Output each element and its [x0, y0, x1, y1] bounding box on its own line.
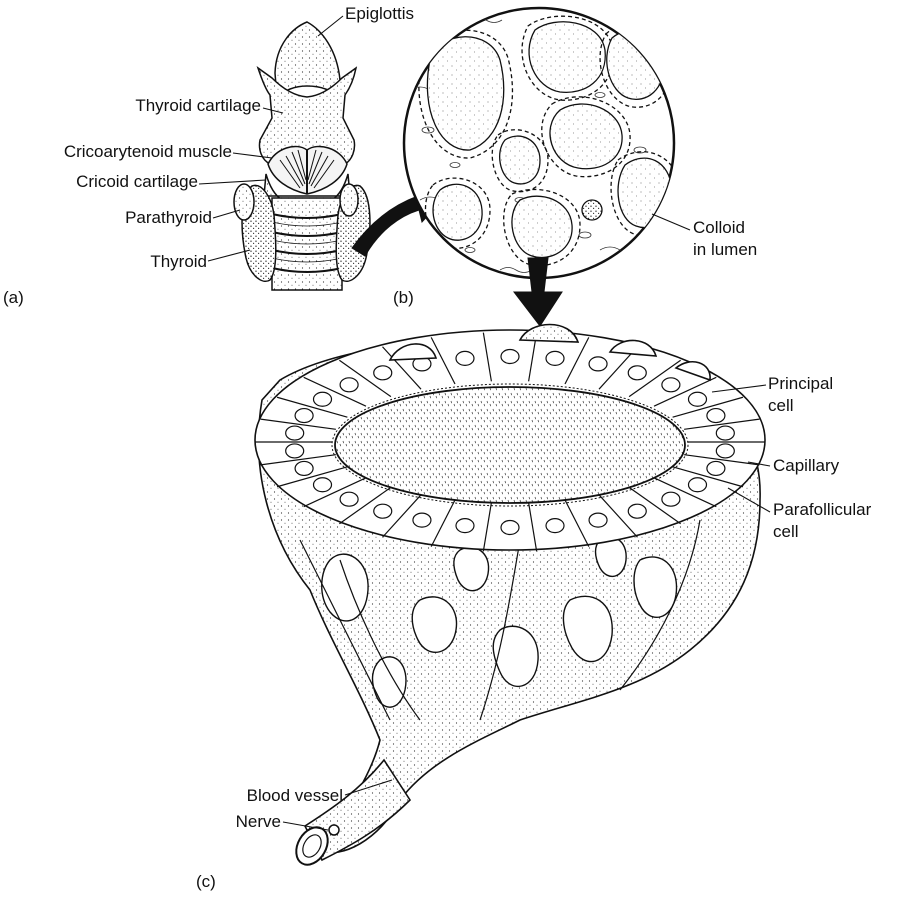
cell-nucleus — [374, 504, 392, 518]
panel-label-a: (a) — [3, 288, 24, 308]
panel-label-c: (c) — [196, 872, 216, 892]
cell-nucleus — [716, 444, 734, 458]
epiglottis-shape — [275, 22, 340, 98]
cell-nucleus — [546, 351, 564, 365]
label-epiglottis: Epiglottis — [345, 4, 414, 24]
label-parafollicular-line1: Parafollicular — [773, 500, 871, 520]
label-parafollicular-line2: cell — [773, 522, 799, 542]
cell-nucleus — [295, 461, 313, 475]
cell-nucleus — [662, 492, 680, 506]
label-blood-vessel: Blood vessel — [180, 786, 343, 806]
label-capillary: Capillary — [773, 456, 839, 476]
panel-label-b: (b) — [393, 288, 414, 308]
label-principal-line2: cell — [768, 396, 794, 416]
cell-nucleus — [314, 392, 332, 406]
label-cricoarytenoid-muscle: Cricoarytenoid muscle — [4, 142, 232, 162]
trachea-shape — [272, 198, 342, 290]
label-principal-line1: Principal — [768, 374, 833, 394]
cell-nucleus — [456, 519, 474, 533]
label-thyroid: Thyroid — [120, 252, 207, 272]
cell-nucleus — [286, 444, 304, 458]
label-cricoid-cartilage: Cricoid cartilage — [30, 172, 198, 192]
label-colloid-line1: Colloid — [693, 218, 745, 238]
cell-nucleus — [456, 351, 474, 365]
label-thyroid-cartilage: Thyroid cartilage — [105, 96, 261, 116]
cell-nucleus — [340, 378, 358, 392]
cell-nucleus — [374, 366, 392, 380]
label-parathyroid: Parathyroid — [100, 208, 212, 228]
cell-nucleus — [546, 519, 564, 533]
cell-nucleus — [707, 461, 725, 475]
cell-nucleus — [628, 366, 646, 380]
cell-nucleus — [707, 409, 725, 423]
histology-section — [404, 8, 692, 278]
cell-nucleus — [501, 521, 519, 535]
label-colloid-line2: in lumen — [693, 240, 757, 260]
cell-nucleus — [589, 357, 607, 371]
cell-nucleus — [501, 350, 519, 364]
cell-nucleus — [662, 378, 680, 392]
cell-nucleus — [286, 426, 304, 440]
cell-nucleus — [628, 504, 646, 518]
cell-nucleus — [716, 426, 734, 440]
label-nerve: Nerve — [200, 812, 281, 832]
cell-nucleus — [413, 513, 431, 527]
cell-nucleus — [340, 492, 358, 506]
cell-nucleus — [314, 478, 332, 492]
cell-nucleus — [688, 478, 706, 492]
colloid-leader-line — [652, 214, 690, 230]
cell-nucleus — [295, 409, 313, 423]
parathyroid-shape — [234, 184, 254, 220]
cell-nucleus — [688, 392, 706, 406]
cell-nucleus — [589, 513, 607, 527]
